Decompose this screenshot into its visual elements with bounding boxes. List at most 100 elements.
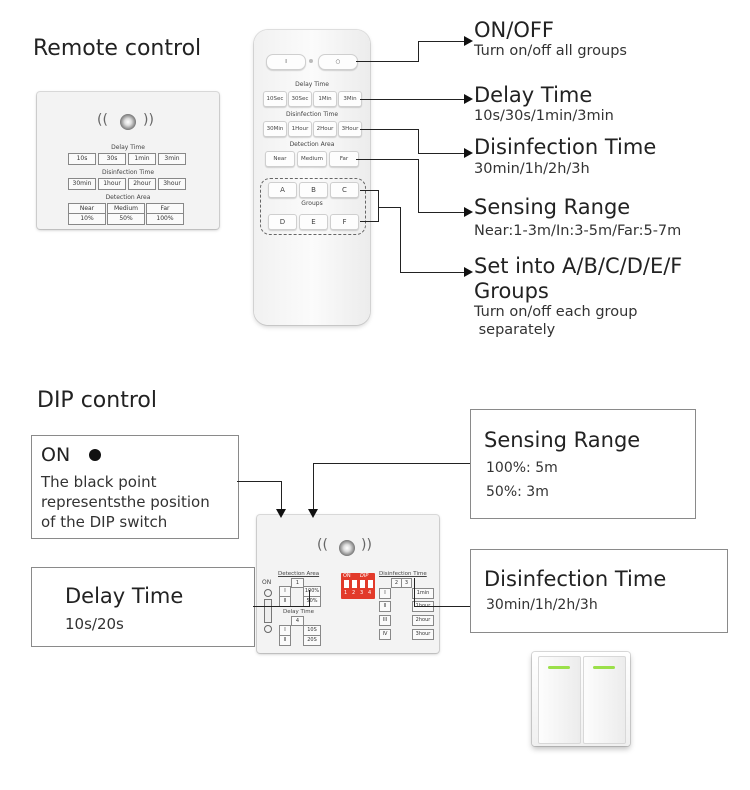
remote-group-button[interactable]: C	[330, 182, 359, 198]
board-point-icon	[264, 589, 272, 597]
leader-line	[418, 159, 419, 212]
panel-disinfection-option: 3hour	[158, 178, 186, 190]
leader-line	[313, 463, 470, 464]
sensing-callout-sub: Near:1-3m/In:3-5m/Far:5-7m	[474, 223, 682, 239]
panel-delay-option: 1min	[128, 153, 156, 165]
leader-line	[360, 99, 466, 100]
leader-line	[360, 221, 378, 222]
board-disinfection-value: 1min	[412, 588, 434, 599]
dip-number: 1	[344, 590, 348, 596]
remote-disinfection-title: Disinfection Time	[285, 111, 339, 118]
sensor-wave-left-icon: ((	[97, 112, 108, 128]
remote-area-button[interactable]: Far	[329, 151, 359, 167]
dip-on-label: ON	[343, 573, 351, 579]
panel-disinfection-option: 30min	[68, 178, 96, 190]
remote-delay-button[interactable]: 1Min	[313, 91, 337, 107]
sensing-box-line: 100%: 5m	[486, 460, 558, 476]
groups-frame	[260, 178, 366, 235]
board-switch-icon	[264, 599, 272, 623]
remote-disinfection-button[interactable]: 3Hour	[338, 121, 362, 137]
sensing-range-box: Sensing Range 100%: 5m 50%: 3m	[470, 409, 696, 519]
remote-delay-button[interactable]: 10Sec	[263, 91, 287, 107]
board-delay-col: 4	[291, 616, 304, 626]
switch-indicator-icon	[548, 666, 570, 669]
remote-area-title: Detection Area	[289, 141, 335, 148]
arrow-icon	[276, 509, 286, 518]
remote-area-button[interactable]: Near	[265, 151, 295, 167]
dip-control-title: DIP control	[37, 388, 157, 413]
groups-callout-sub: Turn on/off each group	[474, 304, 638, 320]
on-box-line: The black point	[41, 473, 157, 491]
leader-line	[360, 190, 378, 191]
leader-line	[356, 159, 418, 160]
black-point-icon	[89, 449, 101, 461]
groups-callout-sub-2: separately	[474, 322, 556, 338]
disinfection-callout-sub: 30min/1h/2h/3h	[474, 161, 590, 177]
groups-callout-title-2: Groups	[474, 279, 549, 303]
panel-disinfection-option: 2hour	[128, 178, 156, 190]
remote-area-button[interactable]: Medium	[297, 151, 327, 167]
dip-brand-label: DIP	[360, 573, 369, 579]
leader-line	[356, 61, 418, 62]
sensing-box-line: 50%: 3m	[486, 484, 549, 500]
board-area-title: Detection Area	[278, 571, 320, 577]
sensor-wave-right-icon: ))	[361, 537, 372, 553]
dip-lever[interactable]	[360, 580, 365, 588]
delay-time-box: Delay Time 10s/20s	[31, 567, 255, 647]
switch-rocker-right[interactable]	[583, 656, 626, 744]
arrow-icon	[464, 36, 473, 46]
leader-line	[360, 129, 418, 130]
sensor-lens-icon	[339, 540, 355, 556]
panel-disinfection-option: 1hour	[98, 178, 126, 190]
on-box-line: of the DIP switch	[41, 513, 168, 531]
disinfection-time-box: Disinfection Time 30min/1h/2h/3h	[470, 549, 728, 633]
remote-group-button[interactable]: F	[330, 214, 359, 230]
arrow-icon	[464, 148, 473, 158]
sensor-lens-icon	[120, 114, 136, 130]
board-disinfection-value: 2hour	[412, 615, 434, 626]
arrow-icon	[464, 94, 473, 104]
remote-control: I ○ Delay Time 10Sec 30Sec 1Min 3Min Dis…	[254, 30, 370, 325]
panel-delay-option: 30s	[98, 153, 126, 165]
dip-lever[interactable]	[352, 580, 357, 588]
onoff-callout-title: ON/OFF	[474, 18, 555, 42]
panel-delay-option: 10s	[68, 153, 96, 165]
remote-off-button[interactable]: ○	[318, 54, 358, 70]
remote-disinfection-button[interactable]: 2Hour	[313, 121, 337, 137]
remote-on-button[interactable]: I	[266, 54, 306, 70]
sensor-wave-left-icon: ((	[317, 537, 328, 553]
dip-lever[interactable]	[368, 580, 373, 588]
leader-line	[418, 41, 419, 62]
board-disinfection-row: II	[379, 601, 391, 612]
leader-line	[414, 578, 415, 607]
panel-disinfection-title: Disinfection Time	[101, 169, 155, 176]
panel-delay-title: Delay Time	[111, 144, 145, 151]
board-on-label: ON	[262, 579, 272, 586]
switch-rocker-left[interactable]	[538, 656, 581, 744]
arrow-icon	[464, 267, 473, 277]
board-area-value: 50%	[303, 596, 321, 607]
leader-line	[414, 606, 470, 607]
arrow-icon	[308, 509, 318, 518]
remote-group-button[interactable]: B	[299, 182, 328, 198]
board-disinfection-row: IV	[379, 629, 391, 640]
remote-group-button[interactable]: E	[299, 214, 328, 230]
dip-lever[interactable]	[344, 580, 349, 588]
remote-disinfection-button[interactable]: 1Hour	[288, 121, 312, 137]
remote-control-title: Remote control	[33, 36, 202, 61]
remote-group-button[interactable]: A	[268, 182, 297, 198]
board-delay-row: II	[279, 635, 291, 646]
sensing-box-title: Sensing Range	[484, 428, 641, 452]
remote-delay-button[interactable]: 30Sec	[288, 91, 312, 107]
leader-line	[237, 481, 281, 482]
board-point-icon	[264, 625, 272, 633]
remote-disinfection-button[interactable]: 30Min	[263, 121, 287, 137]
disinfection-callout-title: Disinfection Time	[474, 135, 657, 159]
remote-delay-title: Delay Time	[295, 81, 329, 88]
dip-number: 4	[368, 590, 372, 596]
remote-led-icon	[309, 59, 313, 63]
remote-delay-button[interactable]: 3Min	[338, 91, 362, 107]
on-info-box: ON The black point representsthe positio…	[31, 435, 239, 539]
remote-group-button[interactable]: D	[268, 214, 297, 230]
dip-switch[interactable]: ON DIP 1 2 3 4	[341, 573, 375, 599]
